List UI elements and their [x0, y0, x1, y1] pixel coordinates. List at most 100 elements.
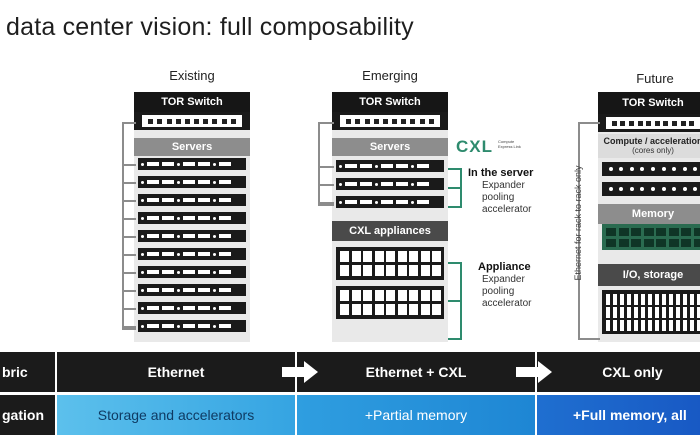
- appliance-cell: [432, 290, 441, 301]
- appliance-cell: [409, 265, 418, 276]
- existing-servers-label: Servers: [134, 138, 250, 156]
- appliance-cell: [432, 265, 441, 276]
- io-cell: [641, 294, 645, 305]
- existing-server-unit: [138, 284, 246, 296]
- appliance-cell: [374, 265, 384, 276]
- io-cell: [683, 307, 687, 318]
- appliance-cell: [420, 290, 430, 301]
- future-tor-switch-label: TOR Switch: [598, 92, 700, 114]
- io-cell: [697, 320, 700, 331]
- fabric-band: bric Ethernet Ethernet + CXL CXL only: [0, 352, 700, 392]
- io-cell: [641, 307, 645, 318]
- column-label-existing: Existing: [169, 68, 215, 83]
- in-server-lines: Expander pooling accelerator: [482, 180, 532, 215]
- io-cell: [690, 294, 694, 305]
- io-cell: [669, 307, 673, 318]
- memory-cell: [606, 239, 616, 247]
- existing-server-unit: [138, 158, 246, 170]
- appliance-cell: [363, 290, 372, 301]
- io-cell: [655, 307, 659, 318]
- cxl-appliances-label: CXL appliances: [332, 221, 448, 241]
- appliance-cell: [432, 251, 441, 262]
- memory-cell: [681, 228, 691, 236]
- appliance-cell: [397, 290, 407, 301]
- appliance-cell: [386, 265, 395, 276]
- appliance-cell: [351, 251, 361, 262]
- emerging-server-unit: [336, 178, 444, 190]
- future-switch-ports: [598, 114, 700, 132]
- io-cell: [627, 320, 631, 331]
- io-cell: [683, 320, 687, 331]
- appliance-title: Appliance: [478, 261, 531, 273]
- fabric-cell-cxl-only: CXL only: [602, 364, 663, 380]
- memory-cell: [681, 239, 691, 247]
- io-cell: [634, 320, 638, 331]
- memory-cell: [668, 228, 679, 236]
- appliance-cell: [351, 304, 361, 315]
- appliance-cell: [340, 290, 349, 301]
- io-cell: [676, 320, 680, 331]
- appliance-cell: [340, 265, 349, 276]
- appliance-cell: [386, 290, 395, 301]
- existing-server-unit: [138, 320, 246, 332]
- in-server-note: In the server Expander pooling accelerat…: [468, 167, 548, 216]
- io-cell: [669, 320, 673, 331]
- appliance-cell: [351, 265, 361, 276]
- column-label-emerging: Emerging: [362, 68, 418, 83]
- future-rack: TOR Switch Compute / acceleration (cores…: [598, 92, 700, 342]
- io-cell: [606, 307, 610, 318]
- appliance-cell: [409, 290, 418, 301]
- io-cell: [606, 294, 610, 305]
- appliance-cell: [374, 251, 384, 262]
- io-cell: [620, 307, 624, 318]
- io-cell: [690, 320, 694, 331]
- cxl-logo-text: CXL: [456, 137, 493, 156]
- appliance-cell: [340, 304, 349, 315]
- fabric-row-label: bric: [2, 364, 28, 380]
- future-rack-connector: [578, 122, 600, 340]
- connector-tick: [122, 254, 136, 256]
- memory-cell: [631, 239, 641, 247]
- cxl-logo-subtext: Compute Express Link: [498, 139, 521, 149]
- io-cell: [613, 320, 617, 331]
- appliance-cell: [363, 265, 372, 276]
- memory-cell: [606, 228, 616, 236]
- appliance-cell: [420, 251, 430, 262]
- connector-tick: [318, 166, 334, 168]
- memory-cell: [618, 228, 629, 236]
- io-cell: [676, 294, 680, 305]
- memory-cell: [656, 228, 666, 236]
- appliance-cell: [409, 251, 418, 262]
- connector-tick: [122, 218, 136, 220]
- connector-tick: [122, 182, 136, 184]
- fabric-cell-ethernet: Ethernet: [147, 364, 205, 380]
- io-cell: [655, 294, 659, 305]
- appliance-cell: [420, 265, 430, 276]
- arrow-right-icon: [282, 361, 318, 383]
- appliance-cell: [409, 304, 418, 315]
- existing-server-unit: [138, 266, 246, 278]
- memory-cell: [668, 239, 679, 247]
- io-cell: [690, 307, 694, 318]
- emerging-switch-ports: [332, 112, 448, 130]
- io-cell: [648, 307, 652, 318]
- appliance-cell: [374, 290, 384, 301]
- emerging-tor-switch-label: TOR Switch: [332, 92, 448, 112]
- existing-server-unit: [138, 248, 246, 260]
- connector-tick: [122, 308, 136, 310]
- future-compute-sublabel: (cores only): [632, 146, 674, 155]
- memory-cell: [693, 239, 700, 247]
- io-cell: [613, 294, 617, 305]
- future-vertical-note: Ethernet for rack to rack only: [573, 165, 583, 281]
- connector-tick: [318, 202, 334, 204]
- io-cell: [662, 320, 666, 331]
- io-cell: [613, 307, 617, 318]
- appliance-cell: [363, 304, 372, 315]
- appliance-cell: [397, 304, 407, 315]
- emerging-server-unit: [336, 160, 444, 172]
- emerging-server-unit: [336, 196, 444, 208]
- appliance-lines: Expander pooling accelerator: [482, 274, 532, 309]
- io-cell: [634, 307, 638, 318]
- connector-tick: [122, 326, 136, 328]
- appliance-cell: [397, 251, 407, 262]
